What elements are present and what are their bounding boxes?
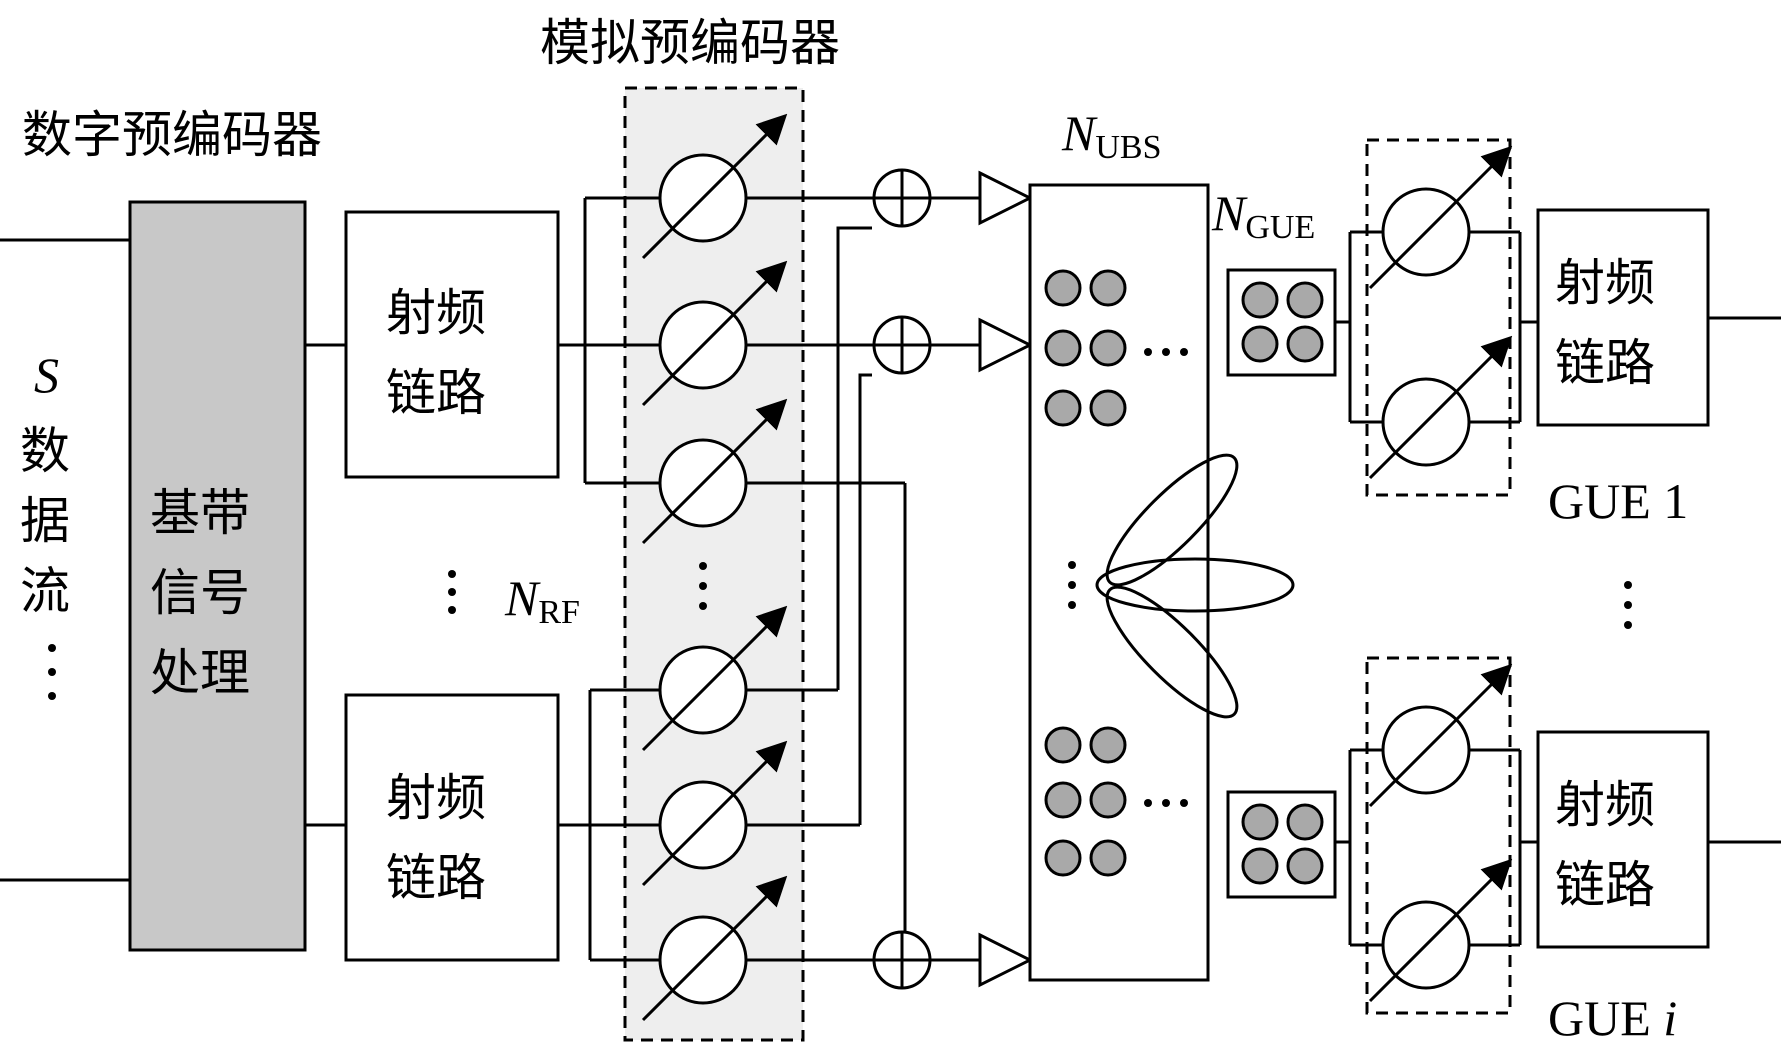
ubs-antenna-elements-bottom (1044, 726, 1188, 877)
guei-rf-chain-label-2: 链路 (1555, 857, 1655, 913)
adder-icon (872, 930, 932, 990)
rf-chain-label-top-2: 链路 (386, 365, 486, 421)
gue1-analog-combiner-region (1365, 138, 1512, 497)
fanout-lines-bottom (558, 688, 660, 962)
gue1-label: GUE 1 (1548, 473, 1688, 529)
svg-text:流: 流 (20, 563, 70, 619)
baseband-block (128, 200, 307, 952)
gue-ellipsis (1624, 581, 1632, 629)
amplifier-icon (978, 170, 1034, 226)
phase-shifter-icon (641, 260, 788, 407)
svg-text:信号: 信号 (150, 565, 250, 621)
gue1-fanout-lines (1348, 230, 1538, 424)
beam-pattern (1095, 453, 1295, 719)
adder-icon (872, 168, 932, 228)
n-rf-label: NRF (504, 570, 580, 631)
fanout-lines-top (558, 196, 660, 485)
rf-chain-ellipsis (448, 570, 456, 614)
phase-shifter-icon (1368, 663, 1513, 808)
gue1-rf-chain-label-1: 射频 (1555, 255, 1655, 311)
ubs-antenna-elements-top (1044, 269, 1188, 427)
gue1-antenna-array (1226, 268, 1337, 377)
gue1-rf-chain-label-2: 链路 (1555, 335, 1655, 391)
guei-label: GUE i (1548, 990, 1677, 1046)
baseband-label: 基带 信号 处理 (150, 485, 250, 701)
svg-text:处理: 处理 (150, 645, 250, 701)
phase-shifter-icon (1368, 335, 1513, 480)
svg-text:数: 数 (20, 423, 70, 479)
gue1-rf-chain-box (1536, 208, 1710, 427)
combiner-routing-lines (746, 196, 907, 962)
data-streams-label: S 数 据 流 (20, 347, 70, 700)
digital-precoder-title: 数字预编码器 (22, 107, 322, 163)
ubs-antenna-ellipsis (1068, 561, 1076, 609)
rf-chain-label-bottom-2: 链路 (386, 850, 486, 906)
rf-chain-label-top-1: 射频 (386, 285, 486, 341)
svg-text:S: S (34, 347, 59, 403)
guei-rf-chain-label-1: 射频 (1555, 777, 1655, 833)
adder-icon (872, 315, 932, 375)
guei-antenna-array (1226, 790, 1337, 899)
rf-chain-label-bottom-1: 射频 (386, 770, 486, 826)
guei-rf-chain-box (1536, 730, 1710, 949)
amplifier-icon (978, 932, 1034, 988)
svg-text:据: 据 (20, 493, 70, 549)
n-gue-label: NGUE (1211, 185, 1315, 246)
guei-analog-combiner-region (1365, 656, 1512, 1015)
phase-shifter-icon (1368, 145, 1513, 290)
rf-chain-box-top (344, 210, 560, 479)
rf-chain-box-bottom (344, 693, 560, 962)
guei-fanout-lines (1348, 748, 1538, 947)
n-ubs-label: NUBS (1061, 105, 1162, 166)
amplifier-icon (978, 317, 1034, 373)
analog-precoder-title: 模拟预编码器 (540, 15, 840, 71)
svg-text:基带: 基带 (150, 485, 250, 541)
phase-shifter-icon (1368, 858, 1513, 1003)
phase-shifter-ellipsis (699, 562, 707, 610)
